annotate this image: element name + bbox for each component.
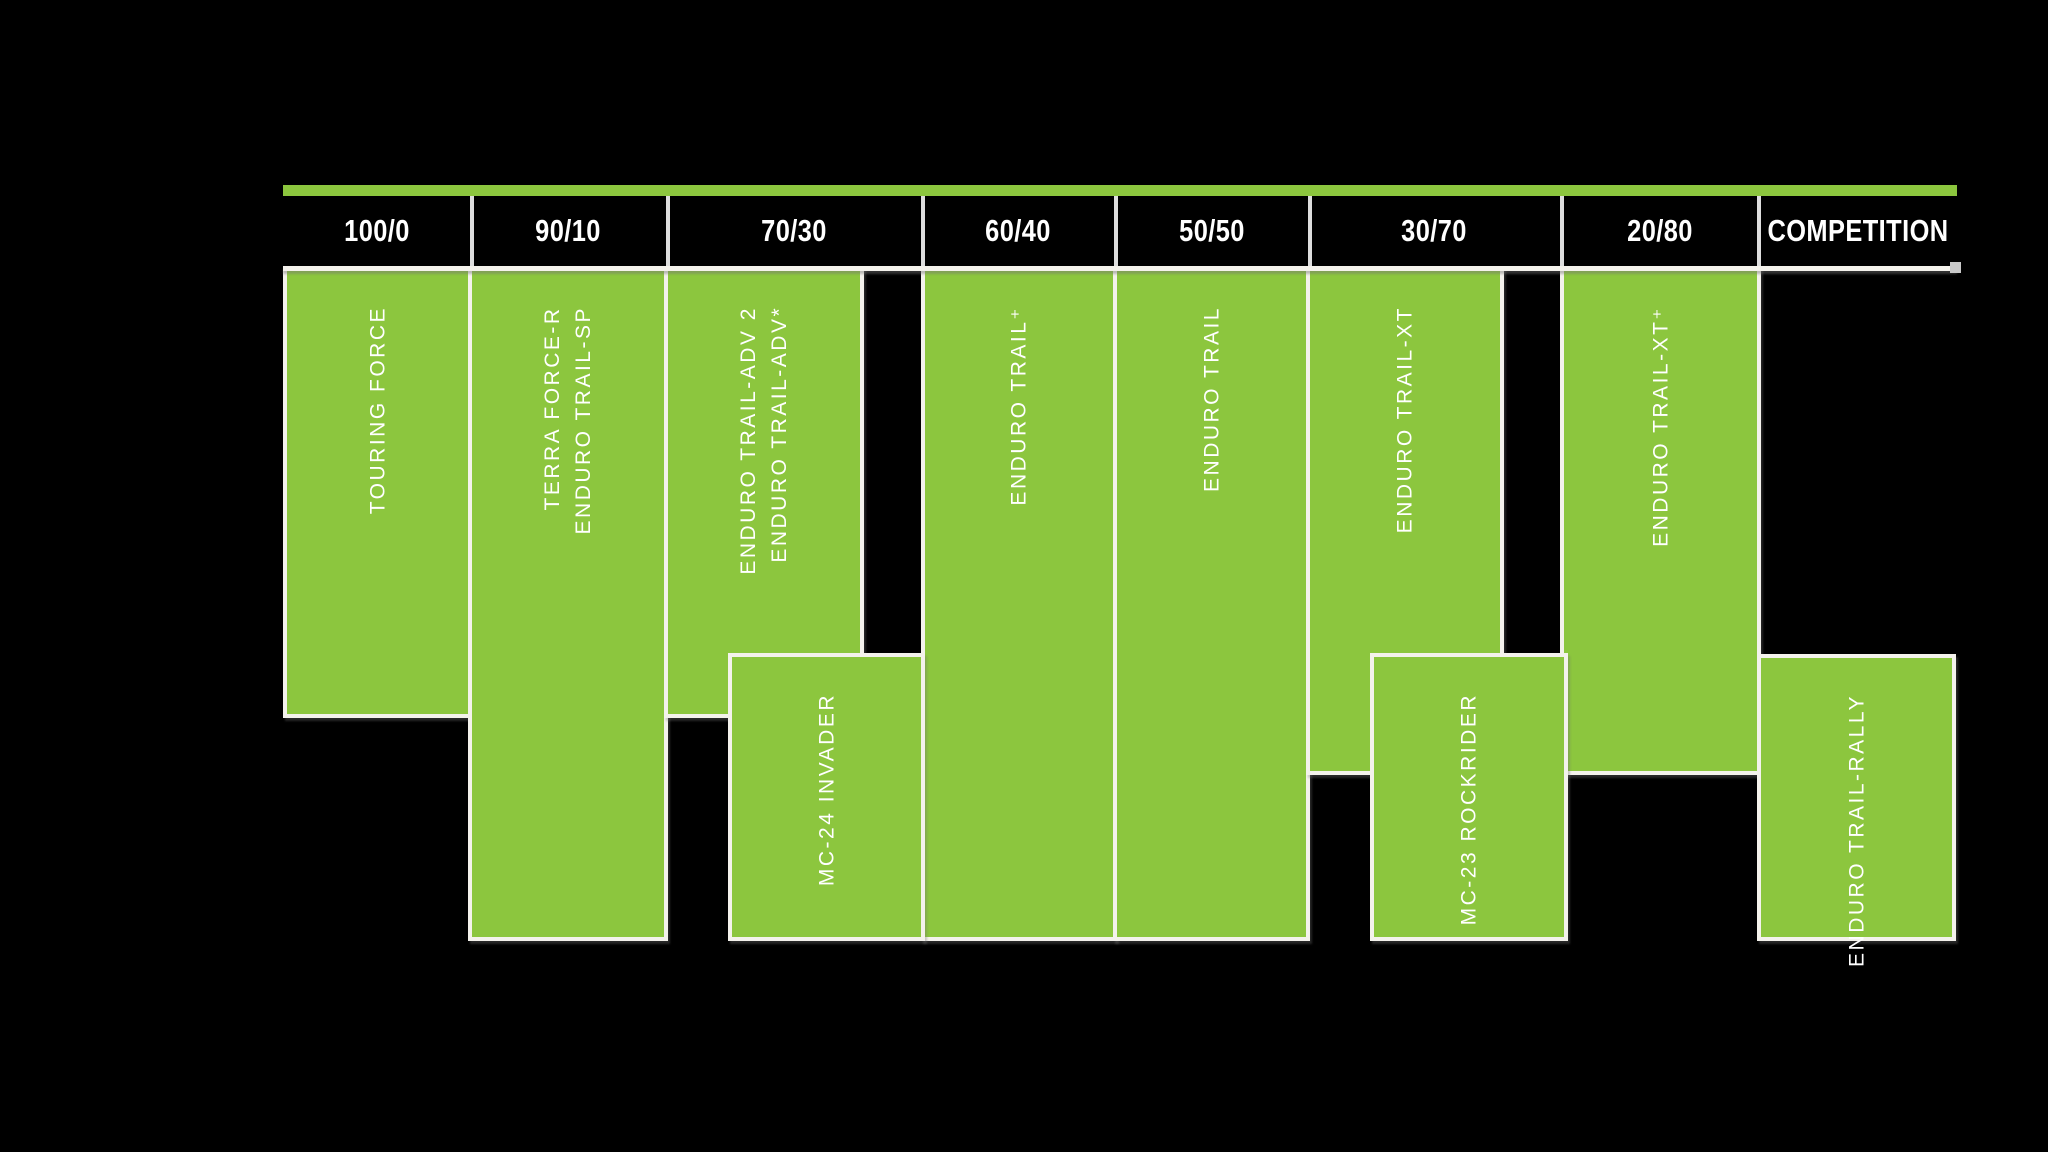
bar-touring-force: TOURING FORCE [283,266,472,718]
header-divider [1308,196,1312,266]
bar-label: ENDURO TRAIL [1200,306,1223,492]
bar-label: TERRA FORCE-R ENDURO TRAIL-SP [541,306,595,535]
bar-label: MC-23 ROCKRIDER [1457,693,1481,926]
bar-enduro-trail-plus: ENDURO TRAIL⁺ [921,266,1117,941]
header-divider [1560,196,1564,266]
bar-label: MC-24 INVADER [815,693,838,887]
header-underline [283,266,1957,271]
bar-mc-23-rockrider: MC-23 ROCKRIDER [1370,653,1568,941]
underline-end-cap [1950,262,1961,273]
column-header-competition: COMPETITION [1767,213,1949,248]
bar-enduro-trail-rally: ENDURO TRAIL-RALLY [1757,654,1956,967]
header-divider [1114,196,1118,266]
bar-label: TOURING FORCE [366,306,389,515]
column-header-20-80: 20/80 [1627,213,1693,248]
bar-enduro-trail-xt-plus: ENDURO TRAIL-XT⁺ [1560,266,1761,775]
header-divider [921,196,925,266]
header-divider [470,196,474,266]
column-header-50-50: 50/50 [1179,213,1245,248]
top-green-strip [283,185,1957,196]
column-header-100-0: 100/0 [344,213,410,248]
bar-label: ENDURO TRAIL-ADV 2 ENDURO TRAIL-ADV* [737,306,791,575]
header-divider [1757,196,1761,266]
column-header-70-30: 70/30 [761,213,827,248]
bar-label: ENDURO TRAIL-XT⁺ [1649,306,1672,547]
bar-label: ENDURO TRAIL⁺ [1007,306,1031,506]
bar-enduro-trail-adv: ENDURO TRAIL-ADV 2 ENDURO TRAIL-ADV* [664,266,864,718]
bar-terra-force-r: TERRA FORCE-R ENDURO TRAIL-SP [468,266,668,941]
bar-label: ENDURO TRAIL-RALLY [1845,694,1868,967]
column-header-30-70: 30/70 [1401,213,1467,248]
bar-label: ENDURO TRAIL-XT [1393,306,1417,534]
bar-mc-24-invader: MC-24 INVADER [728,653,925,941]
header-divider [666,196,670,266]
column-header-60-40: 60/40 [985,213,1051,248]
bar-enduro-trail: ENDURO TRAIL [1113,266,1310,941]
column-header-90-10: 90/10 [535,213,601,248]
